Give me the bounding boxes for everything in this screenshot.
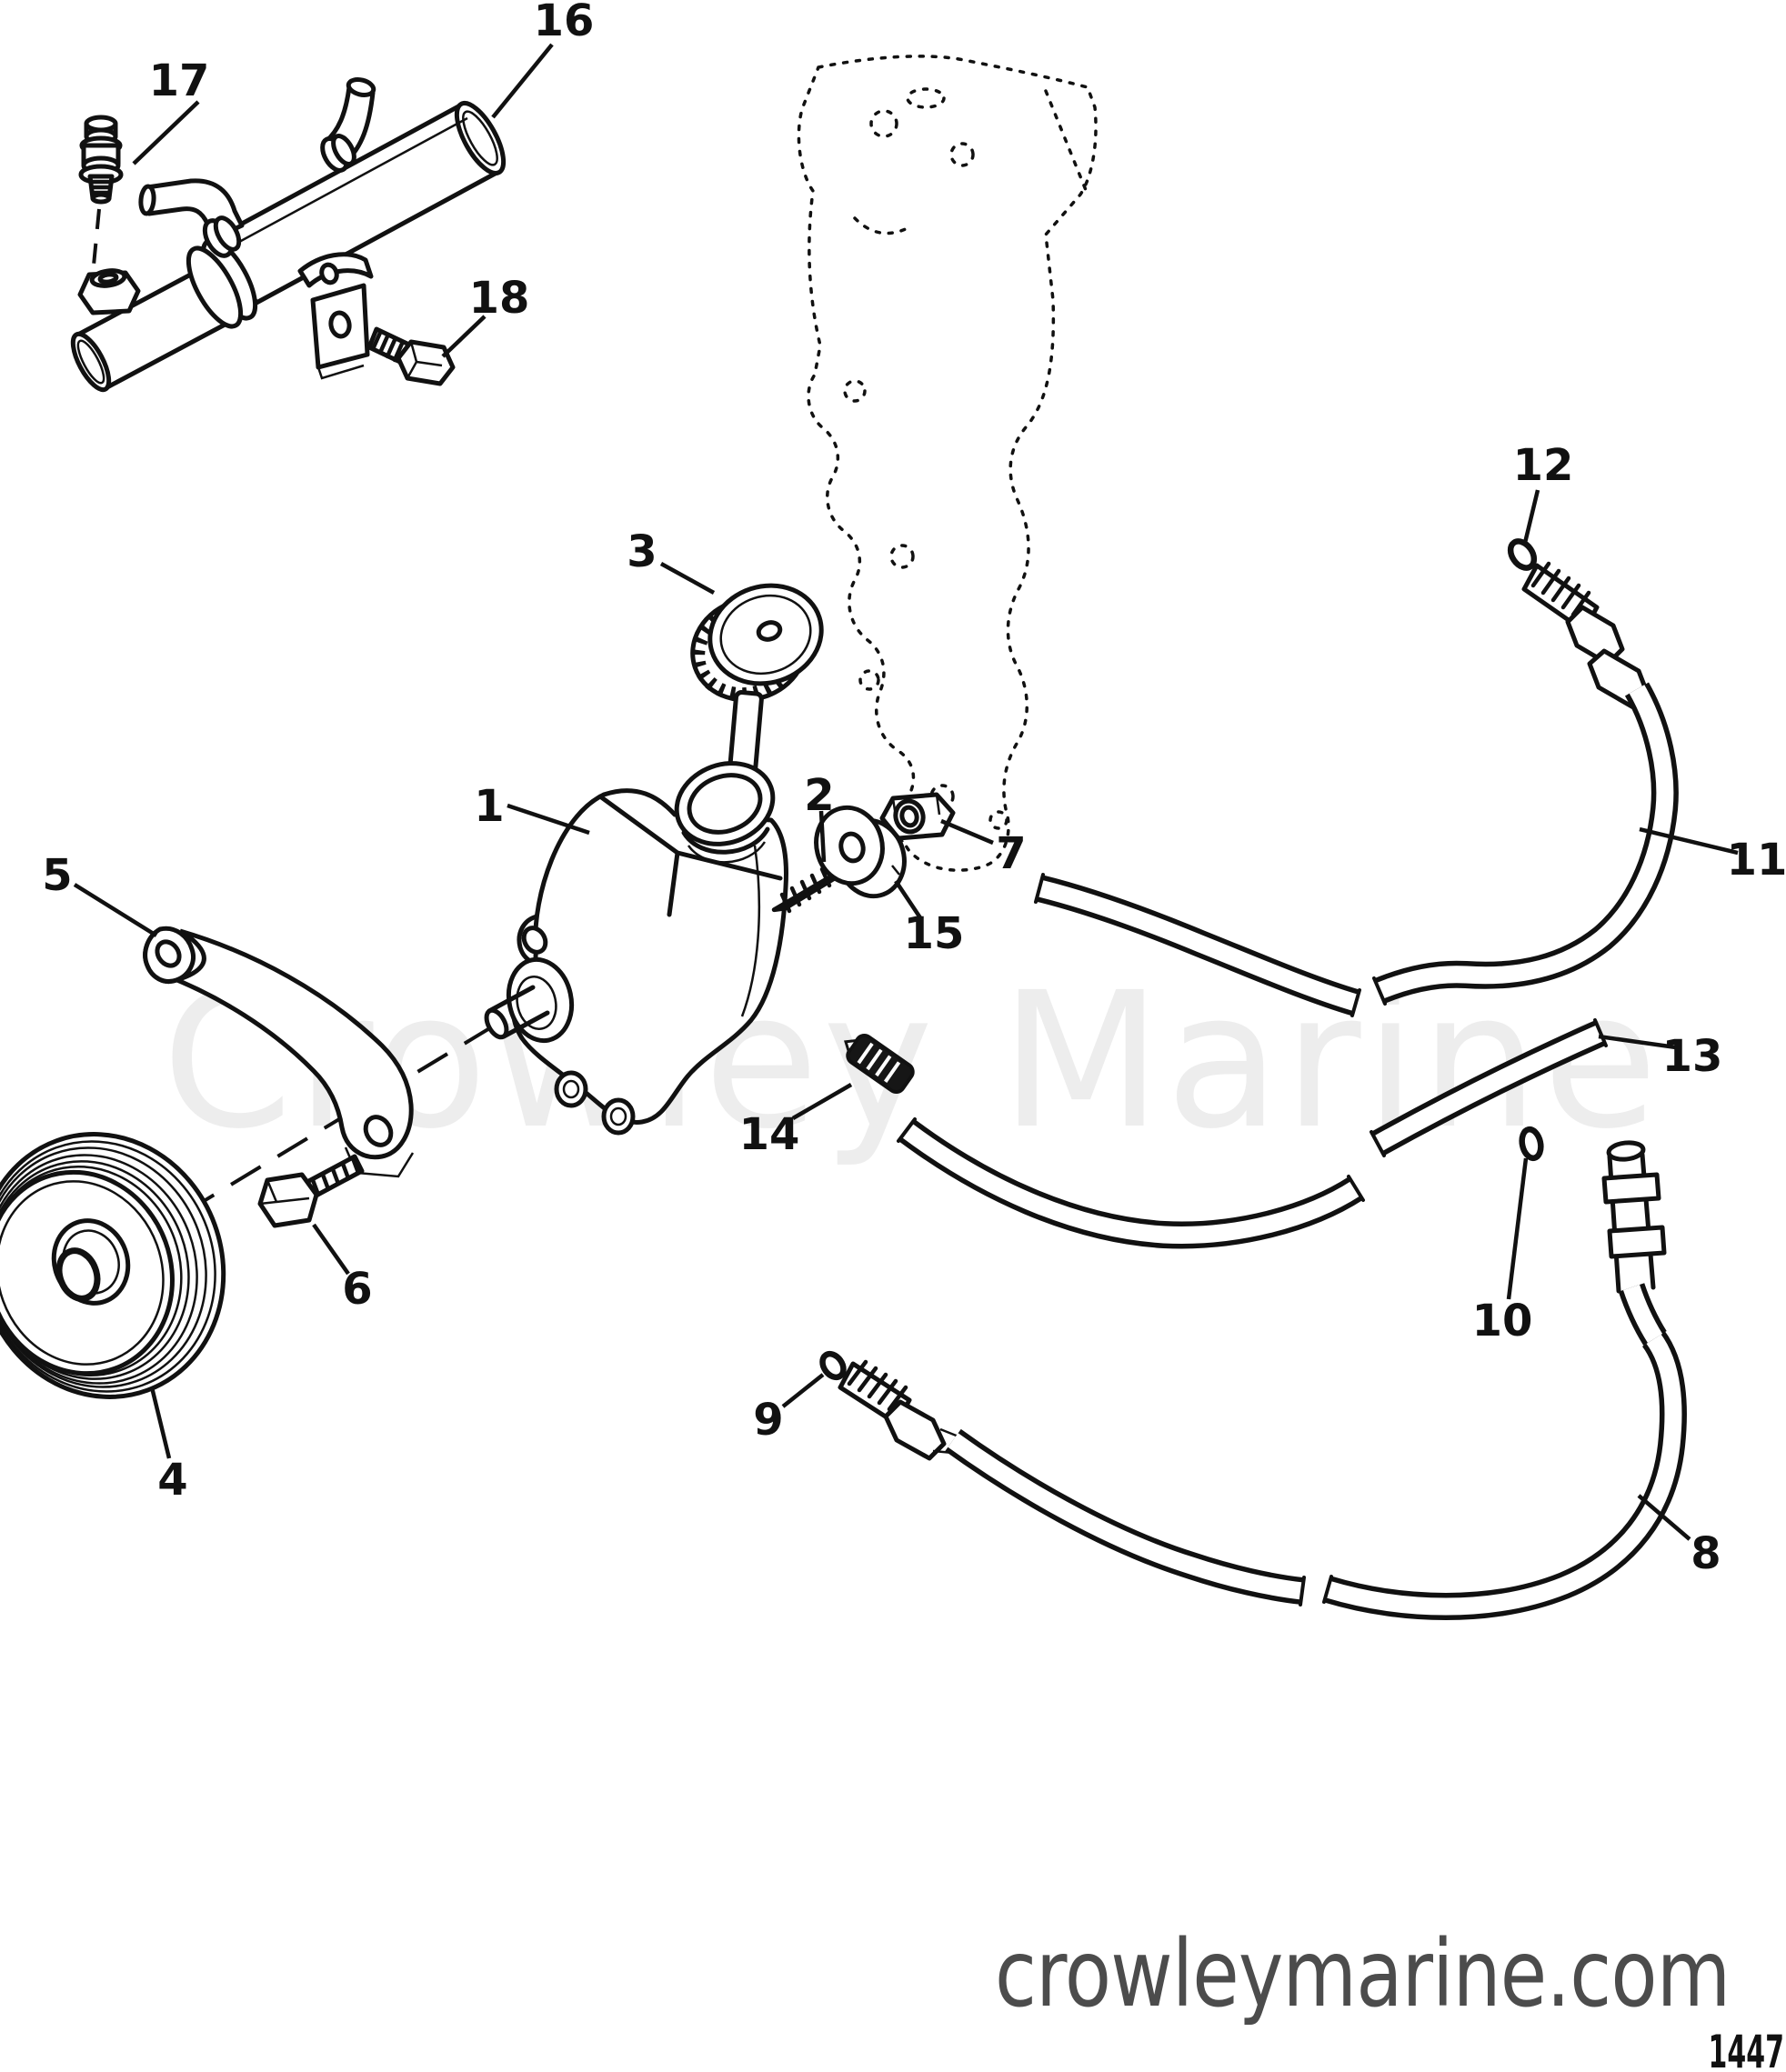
bracket-hole-upper	[155, 939, 182, 968]
tube-elbow-fitting-right	[320, 77, 376, 173]
tube-open-end-right	[454, 100, 507, 176]
callout-15-leader	[894, 879, 923, 921]
callout-7-label: 7	[996, 828, 1026, 879]
callout-8-label: 8	[1691, 1528, 1721, 1579]
callout-16-label: 16	[534, 0, 595, 46]
sensor-fitting-drawing	[78, 115, 124, 205]
hose-11-fitting	[1521, 561, 1651, 710]
spacer-drawing	[814, 805, 907, 899]
callout-17-label: 17	[149, 55, 210, 106]
hose-8-elbow-fitting	[1601, 1140, 1667, 1346]
callout-12-leader	[1522, 489, 1540, 544]
o-ring-9-drawing	[819, 1350, 847, 1381]
hose-13-drawing	[897, 1018, 1608, 1249]
callout-6-leader	[312, 1223, 350, 1276]
callout-2-leader	[818, 810, 827, 863]
water-tube-assembly-drawing	[70, 77, 507, 393]
callout-9-leader	[781, 1373, 825, 1408]
callout-13-leader	[1598, 1034, 1677, 1050]
hose-8-drawing	[838, 1140, 1687, 1620]
nut-drawing	[879, 792, 956, 841]
pump-body-drawing	[484, 761, 788, 1136]
o-ring-12-drawing	[1507, 538, 1538, 571]
callout-17-leader	[132, 100, 200, 165]
pulley-drawing	[0, 1132, 226, 1399]
manifold-dotted-outline	[797, 55, 1098, 872]
brace-bracket-drawing	[143, 926, 415, 1178]
callout-9-label: 9	[753, 1395, 783, 1446]
callout-4-leader	[149, 1386, 172, 1459]
callout-7-leader	[940, 818, 994, 846]
callout-3-leader	[659, 562, 716, 595]
callout-14-label: 14	[739, 1109, 800, 1160]
page-number: 1447	[1709, 2026, 1784, 2072]
callout-11-label: 11	[1727, 835, 1786, 886]
hose-8-fitting	[838, 1359, 959, 1461]
callout-5-leader	[73, 883, 158, 937]
o-ring-10-drawing	[1519, 1126, 1544, 1162]
tube-sensor-boss-nut	[77, 268, 141, 315]
pump-filler-neck	[674, 761, 776, 846]
fitting-plug-drawing	[844, 1033, 915, 1095]
cap-vent-hole	[756, 620, 783, 642]
callout-15-label: 15	[904, 908, 965, 959]
callout-11-leader	[1639, 826, 1739, 856]
callout-8-leader	[1637, 1494, 1691, 1541]
callout-18-label: 18	[469, 273, 530, 324]
pulley-bore	[55, 1247, 101, 1302]
pump-port-boss	[554, 1070, 588, 1108]
callout-14-leader	[791, 1083, 853, 1120]
callout-16-leader	[491, 43, 554, 119]
sensor-alignment-dashes	[92, 208, 101, 266]
callout-2-label: 2	[804, 770, 834, 821]
callout-10-label: 10	[1472, 1296, 1533, 1346]
tube-clamp-bracket	[297, 252, 374, 380]
tube-elbow-fitting-left	[138, 178, 245, 258]
callout-1-label: 1	[474, 781, 504, 832]
hose-11-drawing	[1034, 561, 1679, 1017]
callout-13-label: 13	[1662, 1031, 1723, 1082]
clamp-bolt-drawing	[366, 326, 456, 386]
callout-3-label: 3	[627, 526, 657, 577]
pump-drive-shaft	[487, 985, 550, 1039]
website-text: crowleymarine.com	[995, 1919, 1730, 2027]
callout-4-label: 4	[157, 1455, 187, 1506]
callout-5-label: 5	[42, 850, 72, 901]
callout-18-leader	[441, 315, 487, 358]
tube-open-end-left	[70, 331, 112, 393]
bracket-hole-lower	[363, 1115, 394, 1147]
reservoir-cap-drawing	[690, 583, 824, 823]
bracket-bolt-drawing	[257, 1154, 365, 1228]
pump-port-boss	[601, 1097, 636, 1136]
callout-6-label: 6	[342, 1264, 372, 1315]
callout-12-label: 12	[1513, 440, 1574, 491]
callout-1-leader	[507, 803, 590, 836]
callout-10-leader	[1506, 1157, 1529, 1300]
